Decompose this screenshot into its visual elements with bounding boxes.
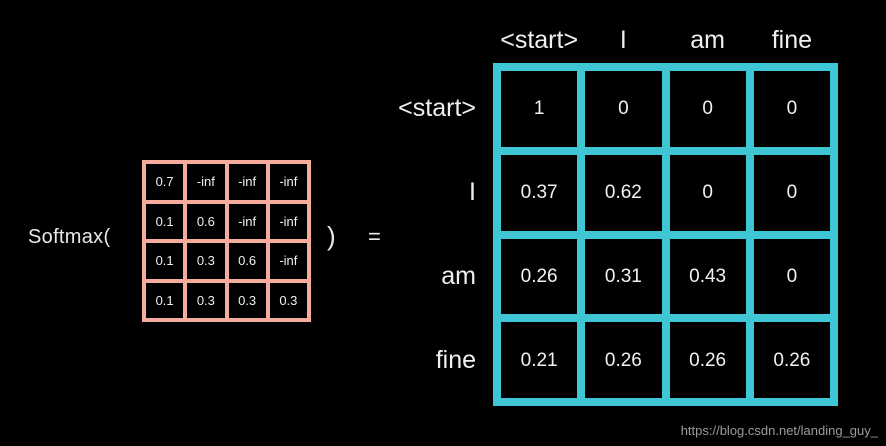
output-cell: 0.26 xyxy=(585,322,662,398)
input-cell: -inf xyxy=(269,164,307,200)
masked-score-matrix: 0.7 -inf -inf -inf 0.1 0.6 -inf -inf 0.1… xyxy=(142,160,311,322)
input-cell: 0.3 xyxy=(269,282,307,318)
output-cell: 0 xyxy=(669,154,746,231)
input-cell: 0.1 xyxy=(146,243,184,279)
output-cell: 0.26 xyxy=(753,322,830,398)
input-cell: 0.1 xyxy=(146,203,184,239)
input-cell: -inf xyxy=(187,164,225,200)
input-cell: -inf xyxy=(228,164,266,200)
output-cell: 0.21 xyxy=(501,322,578,398)
input-cell: 0.1 xyxy=(146,282,184,318)
output-matrix-row-headers: <start> I am fine xyxy=(340,63,486,406)
column-header-fine-label: fine xyxy=(771,26,813,54)
watermark-url: https://blog.csdn.net/landing_guy_ xyxy=(680,423,878,438)
row-header-start: <start> xyxy=(398,94,476,123)
row-header-am: am xyxy=(441,261,476,290)
input-cell: -inf xyxy=(269,243,307,279)
input-cell: 0.6 xyxy=(187,203,225,239)
input-cell: -inf xyxy=(269,203,307,239)
input-cell: 0.3 xyxy=(187,282,225,318)
output-cell: 0.43 xyxy=(669,238,746,315)
row-header-i: I xyxy=(469,178,476,207)
output-cell: 0 xyxy=(753,154,830,231)
output-cell: 0 xyxy=(753,238,830,315)
softmax-function-label: Softmax( xyxy=(28,226,111,248)
output-cell: 0.37 xyxy=(501,154,578,231)
column-header-start-label: <start> xyxy=(500,26,579,54)
output-cell: 0 xyxy=(585,71,662,147)
row-header-fine: fine xyxy=(435,345,476,374)
output-cell: 0.26 xyxy=(669,322,746,398)
input-cell: 0.6 xyxy=(228,243,266,279)
closing-parenthesis: ) xyxy=(327,221,336,251)
output-cell: 0.26 xyxy=(501,238,578,315)
input-cell: -inf xyxy=(228,203,266,239)
column-header-am-label: am xyxy=(690,26,725,54)
input-cell: 0.3 xyxy=(187,243,225,279)
output-cell: 0.62 xyxy=(585,154,662,231)
input-cell: 0.7 xyxy=(146,164,184,200)
output-cell: 0 xyxy=(669,71,746,147)
column-header-i-label: I xyxy=(619,26,627,54)
output-cell: 0 xyxy=(753,71,830,147)
equals-sign: = xyxy=(368,224,381,249)
input-cell: 0.3 xyxy=(228,282,266,318)
output-cell: 0.31 xyxy=(585,238,662,315)
attention-weight-matrix: 1 0 0 0 0.37 0.62 0 0 0.26 0.31 0.43 0 0… xyxy=(493,63,838,406)
output-cell: 1 xyxy=(501,71,578,147)
